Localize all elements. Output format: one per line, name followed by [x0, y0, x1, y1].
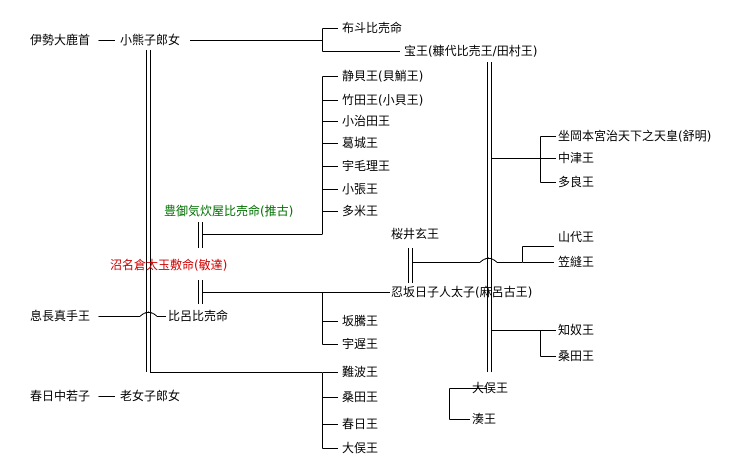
node-ominago-iratsume: 老女子郎女 — [120, 389, 181, 403]
node-yamashiro-o: 山代王 — [558, 230, 595, 244]
node-takeda-o: 竹田王(小貝王) — [342, 93, 424, 107]
node-ohari-o: 小張王 — [342, 182, 379, 196]
node-okinaga-mate: 息長真手王 — [30, 309, 91, 323]
node-kasuga-o: 春日王 — [342, 417, 379, 431]
node-kazuraki-o: 葛城王 — [342, 136, 379, 150]
node-funato-hime: 布斗比売命 — [342, 21, 403, 35]
node-ise-okashikubi: 伊勢大鹿首 — [30, 33, 91, 47]
node-omata-o-1: 大俣王 — [342, 441, 379, 455]
node-uji-o: 宇遅王 — [342, 337, 379, 351]
node-okuma-iratsume: 小熊子郎女 — [120, 33, 181, 47]
node-naniwa-o: 難波王 — [342, 365, 379, 379]
node-owarida-o: 小治田王 — [342, 114, 391, 128]
node-suiko: 豊御気炊屋比売命(推古) — [164, 204, 294, 218]
node-kasuga-nakawakugo: 春日中若子 — [30, 389, 91, 403]
node-sakanobori-o: 坂騰王 — [342, 314, 379, 328]
node-shizukai-o: 静貝王(貝鮹王) — [342, 69, 424, 83]
node-tara-o: 多良王 — [558, 175, 595, 189]
node-oshisaka-hikohito: 忍坂日子人太子(麻呂古王) — [391, 285, 533, 299]
node-kuwata-o-1: 桑田王 — [342, 390, 379, 404]
node-nakatsu-o: 中津王 — [558, 151, 595, 165]
node-aya-o: 湊王 — [472, 412, 497, 426]
node-umori-o: 宇毛理王 — [342, 159, 391, 173]
node-kuwata-o-2: 桑田王 — [558, 349, 595, 363]
node-okamoto-jomei: 坐岡本宮治天下之天皇(舒明) — [558, 129, 712, 143]
node-chinu-o: 知奴王 — [558, 323, 595, 337]
node-hiro-hime: 比呂比売命 — [168, 309, 229, 323]
node-kasanui-o: 笠縫王 — [558, 255, 595, 269]
node-tame-o: 多米王 — [342, 204, 379, 218]
node-bidatsu: 沼名倉太玉敷命(敏達) — [110, 258, 228, 272]
node-omata-o-2: 大俣王 — [472, 381, 509, 395]
node-sakurai-gen-o: 桜井玄王 — [391, 227, 440, 241]
node-takara-o: 宝王(糠代比売王/田村王) — [404, 44, 538, 58]
